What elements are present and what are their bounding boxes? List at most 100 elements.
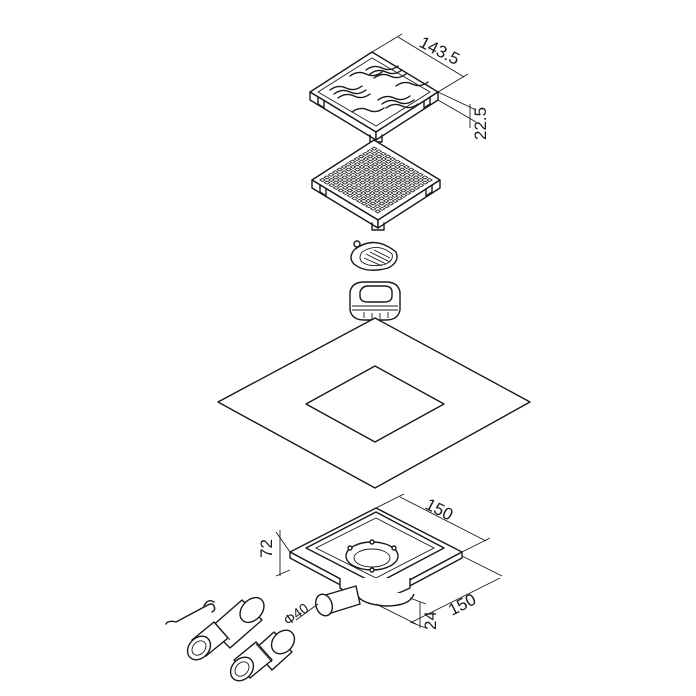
grid-hole xyxy=(385,175,393,180)
grid-hole xyxy=(372,177,380,183)
grid-hole xyxy=(421,180,429,185)
grid-hole xyxy=(403,175,411,180)
grid-hole xyxy=(368,180,376,185)
grid-hole xyxy=(365,204,373,209)
grid-hole xyxy=(391,198,399,203)
grid-hole xyxy=(355,198,363,203)
grid-hole xyxy=(393,159,401,164)
grid-hole xyxy=(367,159,374,164)
grid-hole xyxy=(337,188,345,193)
grid-hole xyxy=(362,167,370,172)
grid-hole xyxy=(395,180,402,185)
grid-hole xyxy=(368,191,376,196)
grid-hole xyxy=(357,154,365,159)
grid-hole xyxy=(345,172,353,177)
grid-hole xyxy=(395,185,403,190)
grid-hole xyxy=(351,196,359,201)
grid-hole xyxy=(412,175,420,180)
grid-hole xyxy=(404,185,412,190)
grid-hole xyxy=(370,151,378,156)
grid-hole xyxy=(380,167,388,172)
grid-hole xyxy=(398,162,406,167)
grid-hole xyxy=(373,188,381,193)
grid-hole xyxy=(391,193,399,198)
grid-hole xyxy=(394,164,402,169)
grid-hole xyxy=(417,177,425,183)
grid-hole xyxy=(404,191,412,196)
grid-hole xyxy=(353,162,361,167)
cover-dimension-lines xyxy=(371,33,477,128)
grid-hole xyxy=(341,185,349,190)
grid-hole xyxy=(426,177,433,183)
grid-hole xyxy=(408,188,416,193)
grid-hole xyxy=(344,162,352,167)
body-width-top-label: 150 xyxy=(422,495,456,525)
body-width-side-label: 150 xyxy=(445,590,479,620)
outlet-height-label: 24 xyxy=(421,611,440,630)
grid-hole xyxy=(367,175,375,180)
grid-hole xyxy=(323,180,331,185)
grid-hole xyxy=(363,183,371,188)
grid-hole xyxy=(364,193,372,198)
grid-hole xyxy=(390,177,398,183)
grid-hole xyxy=(403,180,411,185)
grid-hole xyxy=(358,159,365,164)
grid-hole xyxy=(378,196,385,201)
grid-hole xyxy=(359,185,367,190)
grid-hole xyxy=(366,154,374,159)
grid-hole xyxy=(387,201,395,206)
grid-hole xyxy=(376,175,384,180)
grid-hole xyxy=(350,191,358,196)
grid-hole xyxy=(380,157,388,162)
grid-hole xyxy=(408,177,416,183)
grid-hole xyxy=(332,180,340,185)
grid-hole xyxy=(407,172,415,177)
grid-hole xyxy=(360,201,368,206)
grid-hole xyxy=(350,185,358,190)
grid-hole xyxy=(394,175,402,180)
drain-body xyxy=(289,507,463,617)
grid-hole xyxy=(376,170,384,175)
grid-hole xyxy=(358,170,366,175)
grid-hole xyxy=(384,159,392,164)
grid-hole xyxy=(384,154,392,159)
hair-strainer xyxy=(350,240,398,271)
grid-hole xyxy=(362,162,370,167)
grid-hole xyxy=(369,206,377,211)
grid-hole xyxy=(354,183,362,188)
grid-hole xyxy=(369,196,377,201)
grid-hole xyxy=(354,177,362,183)
grid-hole xyxy=(412,180,420,185)
grid-hole xyxy=(395,191,403,196)
grid-hole xyxy=(366,149,374,154)
grid-hole xyxy=(370,146,378,151)
grid-hole xyxy=(381,172,389,177)
grid-hole xyxy=(379,151,387,156)
grid-hole xyxy=(378,201,386,206)
grid-hole xyxy=(358,164,366,169)
grid-hole xyxy=(372,183,380,188)
grid-hole xyxy=(341,180,349,185)
odour-trap-insert xyxy=(349,281,401,321)
grid-hole xyxy=(349,159,357,164)
grid-hole xyxy=(375,159,383,164)
grid-hole xyxy=(346,188,354,193)
grid-hole xyxy=(355,188,363,193)
grid-hole xyxy=(363,177,371,183)
waterproof-membrane xyxy=(217,317,531,489)
grid-hole xyxy=(359,175,366,180)
grid-hole xyxy=(350,175,357,180)
grid-hole xyxy=(386,191,394,196)
grid-hole xyxy=(386,180,393,185)
grid-hole xyxy=(368,185,376,190)
grid-hole xyxy=(364,188,372,193)
grid-hole xyxy=(385,170,393,175)
grid-hole xyxy=(331,170,339,175)
grid-hole xyxy=(345,177,353,183)
grid-hole xyxy=(359,180,367,185)
grid-hole xyxy=(371,167,379,172)
grid-hole xyxy=(417,183,425,188)
grid-hole xyxy=(394,170,402,175)
grid-hole xyxy=(399,177,407,183)
